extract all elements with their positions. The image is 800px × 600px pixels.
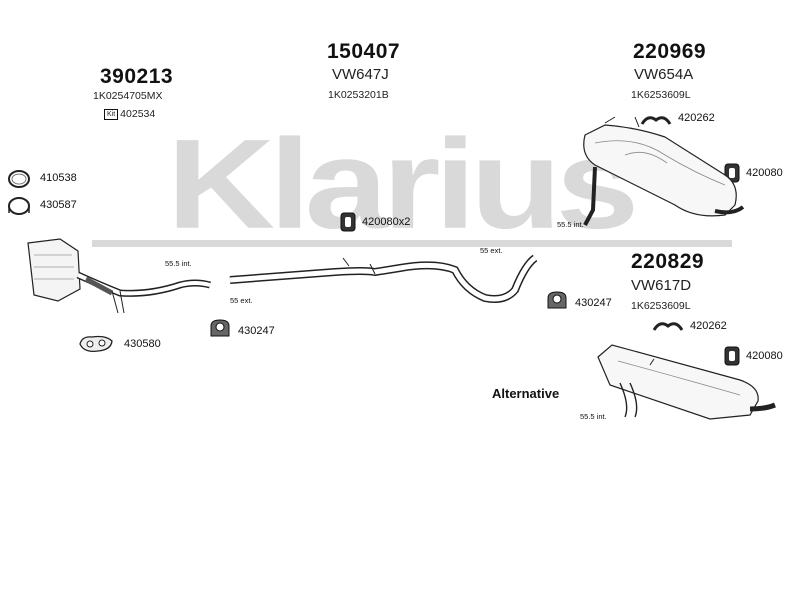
dimension-label-1: 55.5 int. (165, 259, 192, 268)
part-number-220829: 220829 (631, 250, 705, 273)
dimension-label-3: 55 ext. (480, 246, 503, 255)
centre-pipe (229, 254, 538, 303)
oem-number-390213: 1K0254705MX (93, 90, 163, 102)
oem-number-150407: 1K0253201B (328, 89, 389, 101)
part-number-220969: 220969 (633, 40, 707, 63)
part-number-150407: 150407 (327, 40, 401, 63)
rear-silencer-220829 (597, 344, 776, 420)
dimension-label-2: 55 ext. (230, 296, 253, 305)
model-code-220829: VW617D (631, 277, 692, 294)
oem-number-220969: 1K6253609L (631, 89, 691, 101)
watermark-text: Klarius (167, 113, 634, 255)
clamp-ring-icon (8, 170, 30, 188)
ref-420080x2: 420080x2 (362, 216, 411, 228)
rubber-mount-icon (210, 319, 230, 337)
ref-420262-top: 420262 (678, 112, 715, 124)
rubber-block-icon (340, 212, 356, 232)
model-code-150407: VW647J (332, 66, 389, 83)
ref-410538: 410538 (40, 172, 77, 184)
dimension-label-5: 55.5 int. (580, 412, 607, 421)
ref-420080-lower: 420080 (746, 350, 783, 362)
rubber-block-icon (724, 346, 740, 366)
particulate-filter-front-pipe (27, 238, 211, 314)
watermark-underline (92, 240, 732, 247)
rear-silencer-220969 (583, 116, 745, 226)
gasket-icon (79, 335, 113, 352)
kit-badge: Kit (104, 109, 119, 120)
ref-420080-top: 420080 (746, 167, 783, 179)
hanger-icon (652, 322, 684, 331)
hanger-icon (640, 116, 672, 125)
part-number-390213: 390213 (100, 65, 174, 88)
alternative-label: Alternative (492, 386, 560, 401)
rubber-mount-icon (547, 291, 567, 309)
ref-430580: 430580 (124, 338, 161, 350)
ref-430587: 430587 (40, 199, 77, 211)
dimension-label-4: 55.5 int. (557, 220, 584, 229)
kit-ref-number: 402534 (120, 108, 156, 120)
ref-430247-left: 430247 (238, 325, 275, 337)
model-code-220969: VW654A (634, 66, 694, 83)
ref-430247-right: 430247 (575, 297, 612, 309)
ref-420262-lower: 420262 (690, 320, 727, 332)
clamp-u-bolt-icon (8, 197, 30, 215)
oem-number-220829: 1K6253609L (631, 300, 691, 312)
